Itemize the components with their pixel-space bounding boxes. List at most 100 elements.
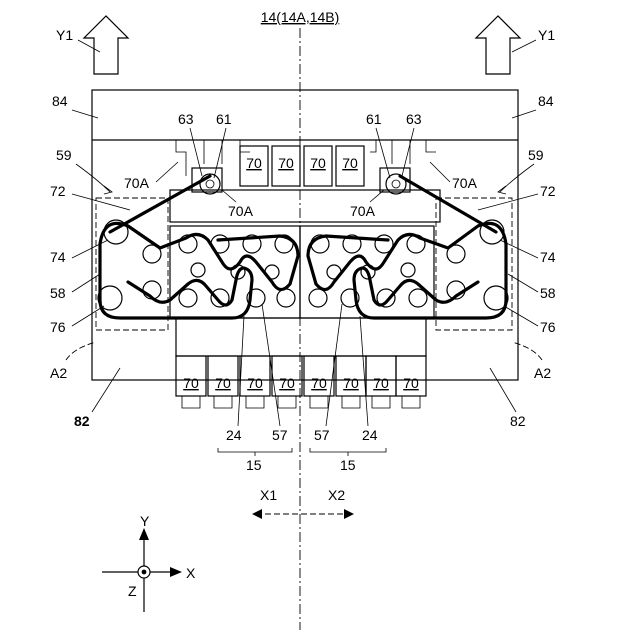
label-63-right: 63 xyxy=(406,111,422,127)
bottom-block-label-3: 70 xyxy=(247,375,263,391)
label-70a-left-top: 70A xyxy=(124,175,150,191)
roller-mid-4 xyxy=(327,265,341,279)
leader-72-right xyxy=(478,194,538,210)
label-72-right: 72 xyxy=(540,183,556,199)
label-76-left: 76 xyxy=(50,319,66,335)
leader-58-right xyxy=(508,274,538,292)
leader-57-left xyxy=(262,304,280,426)
label-x2: X2 xyxy=(328,487,345,503)
label-72-left: 72 xyxy=(50,183,66,199)
label-axis-z: Z xyxy=(128,583,137,599)
bracket-15-right xyxy=(310,448,386,456)
bottom-block-label-1: 70 xyxy=(183,375,199,391)
leader-24-left xyxy=(238,316,244,426)
label-24-left: 24 xyxy=(226,427,242,443)
top-block-label-4: 70 xyxy=(342,155,358,171)
label-x1: X1 xyxy=(260,487,277,503)
label-15-left: 15 xyxy=(246,457,262,473)
label-58-right: 58 xyxy=(540,285,556,301)
label-57-left: 57 xyxy=(272,427,288,443)
label-y1-left: Y1 xyxy=(56,27,73,43)
roller-idler-upper-right xyxy=(447,245,465,263)
leader-70a-left-top xyxy=(156,162,178,182)
label-61-left: 61 xyxy=(216,111,232,127)
leader-y1-left xyxy=(78,40,100,52)
leader-76-right xyxy=(504,306,538,326)
label-61-right: 61 xyxy=(366,111,382,127)
bottom-block-tabs xyxy=(182,396,420,408)
label-57-right: 57 xyxy=(314,427,330,443)
label-axis-x: X xyxy=(186,565,196,581)
frame-body xyxy=(92,90,518,380)
leader-84-right xyxy=(512,110,536,118)
bottom-block-label-7: 70 xyxy=(373,375,389,391)
roller-upper-7 xyxy=(375,235,393,253)
label-82-left: 82 xyxy=(74,413,90,429)
top-block-row: 70 70 70 70 xyxy=(240,146,364,186)
top-block-label-3: 70 xyxy=(310,155,326,171)
leader-57-right xyxy=(326,304,342,426)
top-tabs xyxy=(176,140,436,192)
bottom-block-label-5: 70 xyxy=(311,375,327,391)
bottom-block-row: 70 70 70 70 70 70 70 70 xyxy=(176,318,426,408)
label-59-right: 59 xyxy=(528,147,544,163)
label-58-left: 58 xyxy=(50,285,66,301)
roller-upper-2 xyxy=(211,235,229,253)
leader-61-left xyxy=(214,128,226,178)
y1-arrow-left xyxy=(84,16,128,74)
top-block-label-1: 70 xyxy=(246,155,262,171)
roller-lower-8 xyxy=(409,289,427,307)
axis-z-dot xyxy=(142,570,147,575)
label-59-left: 59 xyxy=(56,147,72,163)
roller-lower-5 xyxy=(309,289,327,307)
x1-arrowhead xyxy=(252,509,262,519)
roller-lower-4 xyxy=(277,289,295,307)
leader-63-right xyxy=(402,128,414,176)
label-70a-left-mid: 70A xyxy=(228,203,254,219)
pulley-61-left-hub xyxy=(206,180,214,188)
connector-63-left xyxy=(192,168,222,192)
axis-y-arrowhead xyxy=(139,528,149,540)
leader-76-left xyxy=(72,306,104,326)
x2-arrowhead xyxy=(344,509,354,519)
label-84-left: 84 xyxy=(52,93,68,109)
roller-upper-8 xyxy=(407,235,425,253)
roller-mid-1 xyxy=(191,263,205,277)
label-24-right: 24 xyxy=(362,427,378,443)
label-a2-left: A2 xyxy=(50,365,67,381)
roller-lower-1 xyxy=(179,289,197,307)
label-axis-y: Y xyxy=(140,513,150,529)
leader-y1-right xyxy=(512,40,536,52)
title: 14(14A,14B) xyxy=(261,9,340,25)
bracket-15-left xyxy=(218,448,292,456)
top-block-label-2: 70 xyxy=(278,155,294,171)
label-15-right: 15 xyxy=(340,457,356,473)
region-a2-left xyxy=(96,198,168,330)
leader-24-right xyxy=(360,316,368,426)
label-82-right: 82 xyxy=(510,413,526,429)
label-a2-right: A2 xyxy=(534,365,551,381)
roller-idler-upper-left xyxy=(143,245,161,263)
roller-mid-3 xyxy=(265,265,279,279)
pulley-61-right-hub xyxy=(392,180,400,188)
belt-left xyxy=(100,176,298,318)
label-84-right: 84 xyxy=(538,93,554,109)
bottom-block-label-6: 70 xyxy=(343,375,359,391)
axis-x-arrowhead xyxy=(170,567,182,577)
label-74-right: 74 xyxy=(540,249,556,265)
pulley-61-right xyxy=(386,174,406,194)
bottom-block-label-4: 70 xyxy=(279,375,295,391)
label-70a-right-top: 70A xyxy=(452,175,478,191)
label-74-left: 74 xyxy=(50,249,66,265)
leader-72-left xyxy=(72,194,130,210)
leader-74-left xyxy=(72,240,108,258)
leader-59-right xyxy=(500,164,534,192)
bottom-block-label-8: 70 xyxy=(403,375,419,391)
bottom-housing xyxy=(176,318,426,356)
leader-a2-right xyxy=(512,342,542,360)
y1-arrow-right xyxy=(476,16,520,74)
label-70a-right-mid: 70A xyxy=(350,203,376,219)
leader-59-left xyxy=(76,164,110,192)
